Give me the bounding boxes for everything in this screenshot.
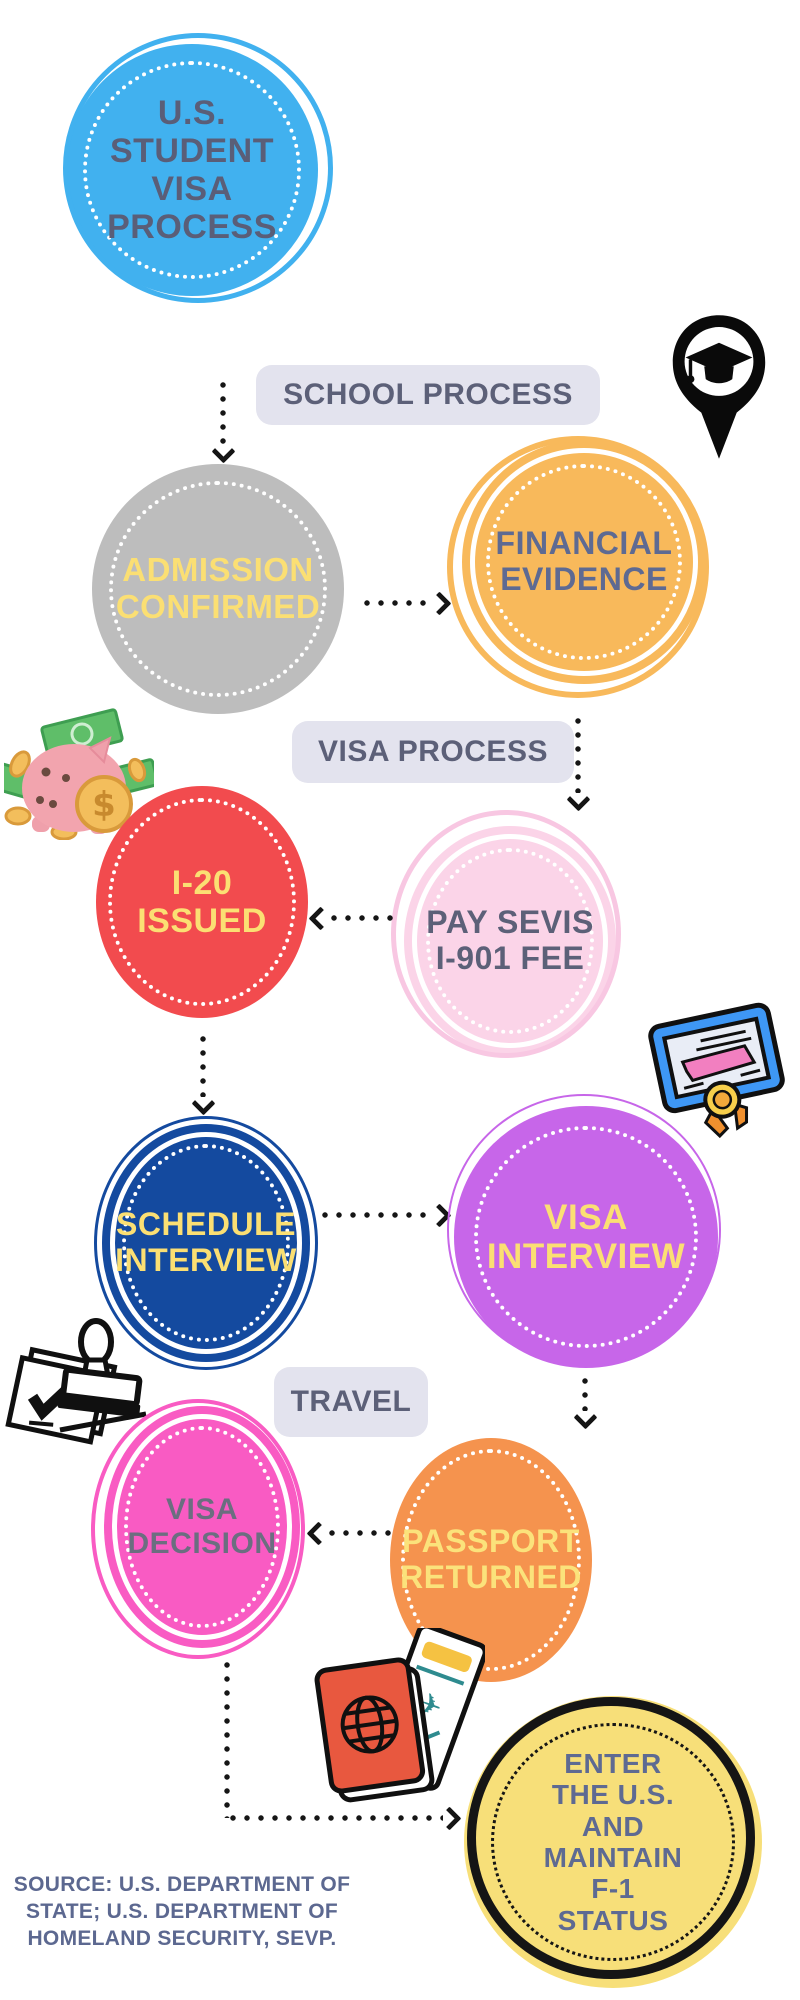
step-circle-admission-confirmed: ADMISSION CONFIRMED — [92, 464, 344, 714]
step-circle-visa-decision: VISA DECISION — [91, 1399, 305, 1659]
step-label: ADMISSION CONFIRMED — [115, 551, 321, 625]
arrowhead-right-icon — [427, 590, 452, 616]
source-note: SOURCE: U.S. DEPARTMENT OF STATE; U.S. D… — [13, 1873, 351, 1950]
arrow-decision-to-enter-vertical — [223, 1658, 230, 1818]
page-title: U.S. STUDENT VISA PROCESS — [107, 93, 277, 247]
step-label: PAY SEVIS I-901 FEE — [426, 904, 594, 976]
step-label: I-20 ISSUED — [137, 863, 267, 940]
piggy-bank-icon: $ — [0, 708, 160, 841]
arrow-decision-to-enter-horizontal — [226, 1805, 462, 1831]
step-label: PASSPORT RETURNED — [400, 1523, 582, 1595]
dotted-line — [575, 714, 581, 793]
title-circle: U.S. STUDENT VISA PROCESS — [63, 33, 333, 303]
arrow-visainterview-to-passport — [572, 1374, 598, 1430]
section-label-text: SCHOOL PROCESS — [283, 378, 573, 411]
dotted-line — [360, 600, 433, 606]
arrow-passport-to-decision — [306, 1520, 392, 1546]
section-label-text: VISA PROCESS — [318, 735, 548, 768]
step-label: ENTER THE U.S. AND MAINTAIN F-1 STATUS — [543, 1747, 683, 1936]
arrow-paysevis-to-i20 — [308, 905, 394, 931]
section-label-travel: TRAVEL — [274, 1367, 428, 1437]
arrowhead-down-icon — [210, 439, 236, 464]
dotted-line — [318, 1212, 433, 1218]
arrowhead-left-icon — [306, 1520, 331, 1546]
arrow-i20-to-schedule — [190, 1032, 216, 1116]
section-label-school-process: SCHOOL PROCESS — [256, 365, 600, 425]
arrowhead-down-icon — [572, 1405, 598, 1430]
step-circle-schedule-interview: SCHEDULE INTERVIEW — [94, 1116, 318, 1370]
dotted-line — [226, 1815, 443, 1821]
arrowhead-left-icon — [308, 905, 333, 931]
step-circle-i-20-issued: I-20 ISSUED — [96, 786, 308, 1018]
arrowhead-down-icon — [190, 1091, 216, 1116]
passport-ticket-icon: ✈ — [305, 1623, 488, 1833]
approval-stamp-icon — [2, 1312, 152, 1457]
dotted-line — [200, 1032, 206, 1097]
certificate-icon — [642, 995, 792, 1140]
section-label-text: TRAVEL — [290, 1385, 412, 1418]
step-circle-enter-the-us: ENTER THE U.S. AND MAINTAIN F-1 STATUS — [464, 1696, 762, 1988]
step-circle-visa-interview: VISA INTERVIEW — [447, 1094, 721, 1368]
dotted-line — [325, 1530, 392, 1536]
step-label: VISA DECISION — [127, 1493, 277, 1560]
dotted-line — [220, 378, 226, 445]
arrow-admission-to-financial — [360, 590, 452, 616]
arrow-financial-to-paysevis — [565, 714, 591, 812]
arrowhead-right-icon — [427, 1202, 452, 1228]
step-circle-financial-evidence: FINANCIAL EVIDENCE — [447, 436, 709, 698]
step-label: FINANCIAL EVIDENCE — [495, 525, 673, 597]
arrowhead-down-icon — [565, 787, 591, 812]
arrow-schedule-to-visainterview — [318, 1202, 452, 1228]
arrow-title-to-admission — [210, 378, 236, 464]
step-label: VISA INTERVIEW — [486, 1197, 686, 1276]
step-circle-pay-sevis-i-901-fee: PAY SEVIS I-901 FEE — [391, 810, 621, 1058]
dotted-line — [582, 1374, 588, 1411]
section-label-visa-process: VISA PROCESS — [292, 721, 574, 783]
graduation-cap-pin-icon — [660, 308, 778, 468]
step-label: SCHEDULE INTERVIEW — [115, 1206, 297, 1278]
svg-text:$: $ — [92, 785, 116, 825]
dotted-line — [327, 915, 394, 921]
